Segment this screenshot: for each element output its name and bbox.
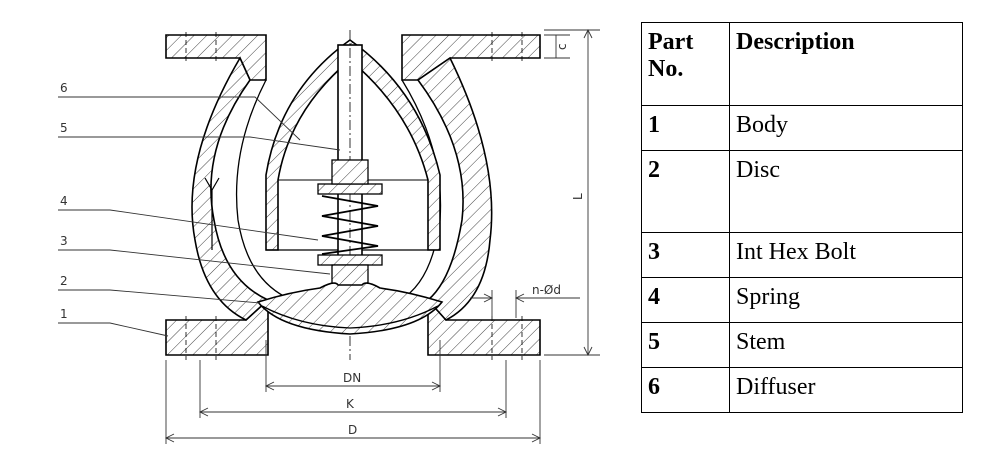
valve-cross-section-drawing: 6 5 4 3 2 1 c L n-Ød DN K — [58, 28, 600, 444]
part-no-cell: 3 — [641, 232, 730, 278]
disc-seat — [261, 305, 439, 329]
dim-k-label: K — [346, 397, 355, 411]
dim-dn-label: DN — [343, 371, 361, 385]
flow-arrow-icon — [204, 177, 220, 250]
dim-hole-label: n-Ød — [532, 283, 561, 297]
dim-d-label: D — [348, 423, 357, 437]
dim-c — [544, 34, 570, 59]
description-cell: Stem — [729, 322, 963, 368]
description-cell: Int Hex Bolt — [729, 232, 963, 278]
dim-l — [544, 28, 600, 357]
bolt-hole-lines — [185, 32, 523, 360]
part-no-cell: 4 — [641, 277, 730, 323]
header-part-no: Part No. — [641, 22, 730, 106]
leader-label-2: 2 — [60, 274, 68, 288]
leader-label-5: 5 — [60, 121, 68, 135]
body-wall-left — [191, 56, 270, 321]
bottom-flange — [165, 298, 269, 356]
description-cell: Spring — [729, 277, 963, 323]
table-row: 2 Disc — [641, 150, 963, 233]
description-cell: Diffuser — [729, 367, 963, 413]
description-cell: Disc — [729, 150, 963, 233]
dim-dn — [264, 340, 442, 392]
table-row: 4 Spring — [641, 277, 963, 323]
part-no-cell: 6 — [641, 367, 730, 413]
dim-c-label: c — [555, 43, 569, 50]
table-row: 5 Stem — [641, 322, 963, 368]
dim-l-label: L — [571, 193, 585, 200]
stem-guide-upper — [317, 183, 383, 195]
bottom-flange — [427, 297, 541, 356]
part-no-cell: 5 — [641, 322, 730, 368]
table-row: 3 Int Hex Bolt — [641, 232, 963, 278]
leader-label-6: 6 — [60, 81, 68, 95]
part-no-cell: 1 — [641, 105, 730, 151]
description-cell: Body — [729, 105, 963, 151]
table-row: 1 Body — [641, 105, 963, 151]
stem-guide-lower — [317, 254, 383, 266]
table-row: 6 Diffuser — [641, 367, 963, 413]
leader-label-4: 4 — [60, 194, 68, 208]
dim-k — [198, 360, 508, 418]
dim-hole — [470, 290, 580, 318]
leader-label-3: 3 — [60, 234, 68, 248]
table-header-row: Part No. Description — [641, 22, 963, 106]
top-flange — [401, 34, 541, 81]
parts-table: Part No. Description 1 Body 2 Disc 3 Int… — [641, 22, 963, 413]
part-no-cell: 2 — [641, 150, 730, 233]
dim-d — [164, 360, 542, 444]
body-wall-right — [416, 56, 493, 321]
leader-lines — [58, 96, 341, 337]
header-description: Description — [729, 22, 963, 106]
leader-label-1: 1 — [60, 307, 68, 321]
disc — [256, 282, 444, 335]
spring-nut-top — [331, 159, 369, 185]
spring — [321, 195, 379, 255]
